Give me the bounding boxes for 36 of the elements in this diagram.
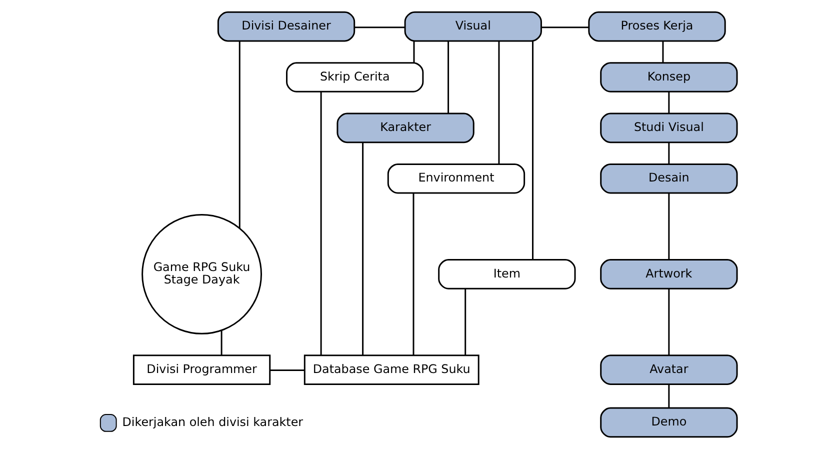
node-box: Divisi Desainer (217, 11, 356, 42)
connector (413, 41, 415, 63)
connector (668, 92, 670, 114)
connector (448, 41, 450, 114)
node-circle: Game RPG Suku Stage Dayak (142, 214, 262, 334)
connector (354, 26, 405, 28)
connector (541, 26, 589, 28)
node-box: Database Game RPG Suku (304, 354, 480, 385)
connector (270, 370, 304, 372)
legend-label: Dikerjakan oleh divisi karakter (122, 415, 304, 430)
node-box: Artwork (600, 259, 738, 290)
node-box: Avatar (600, 354, 738, 385)
connector (668, 193, 670, 260)
node-box: Environment (387, 163, 526, 194)
connector (220, 330, 222, 356)
connector (412, 193, 414, 356)
node-box: Proses Kerja (588, 11, 726, 42)
node-box: Demo (600, 407, 738, 438)
connector (464, 288, 466, 356)
node-box: Visual (404, 11, 542, 42)
connector (238, 41, 240, 228)
connector (668, 384, 670, 408)
node-box: Karakter (336, 112, 474, 144)
node-box: Konsep (600, 62, 738, 92)
node-box: Divisi Programmer (132, 354, 271, 385)
node-box: Desain (600, 163, 738, 194)
node-box: Skrip Cerita (286, 62, 424, 92)
connector (532, 41, 534, 260)
connector (668, 142, 670, 164)
connector (320, 92, 322, 356)
connector (362, 142, 364, 356)
node-box: Item (438, 259, 576, 290)
connector (498, 41, 500, 164)
connector (662, 41, 664, 63)
node-box: Studi Visual (600, 112, 738, 144)
connector (668, 288, 670, 356)
